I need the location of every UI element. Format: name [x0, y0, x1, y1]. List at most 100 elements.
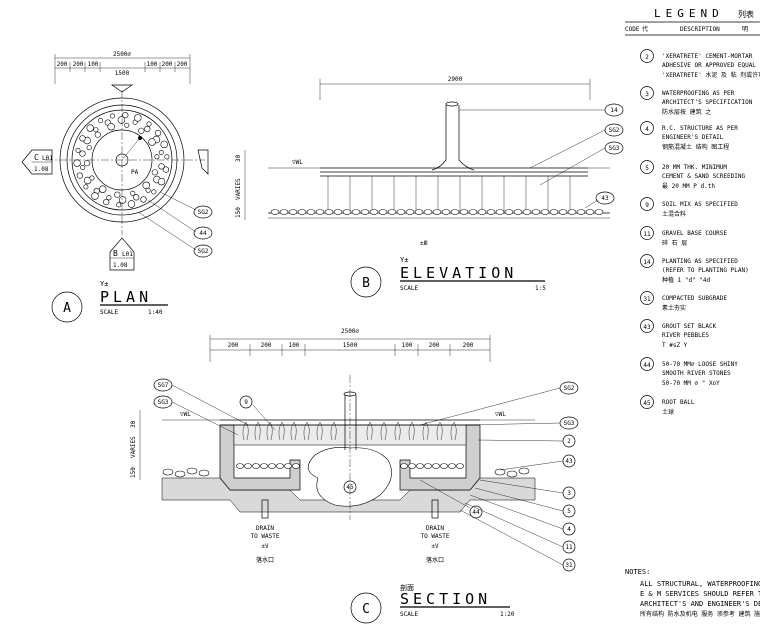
legend-desc-line: GRAVEL BASE COURSE [662, 230, 727, 237]
legend-code-bubble [640, 160, 654, 174]
legend-code: 31 [643, 296, 651, 303]
elev-dim-bottom: 150 [235, 207, 242, 218]
elevation-view: 2900 ▽WL 30 VARIES 150 14 [235, 76, 624, 298]
svg-text:SG2: SG2 [198, 248, 209, 255]
sect-dim-ticks [209, 335, 491, 362]
plan-pebble [93, 127, 99, 133]
sect-drain-pipe-right [431, 499, 439, 519]
legend-desc-cn: 钢筋混凝土 结构 图工程 [662, 143, 729, 151]
sect-gravel-stone [284, 463, 292, 469]
elev-stone [324, 209, 334, 215]
svg-text:SG7: SG7 [158, 382, 169, 389]
elev-callout-sg2: SG2 [604, 123, 624, 137]
elev-varies: VARIES [235, 178, 242, 200]
sect-dim-1: 200 [228, 342, 239, 349]
plan-pebble [148, 138, 156, 146]
sect-gravel-stone [252, 463, 260, 469]
sect-tree-trunk [344, 395, 357, 450]
elev-stone [540, 209, 550, 215]
sect-scale: 1:20 [500, 611, 515, 618]
sect-dim-7: 200 [463, 342, 474, 349]
sect-stone [198, 469, 210, 477]
plan-pebble [154, 154, 160, 160]
plan-pebble [107, 122, 115, 131]
svg-text:SG3: SG3 [158, 399, 169, 406]
plan-dim-1: 200 [57, 61, 68, 68]
sect-gravel-stone [292, 463, 300, 469]
plan-dim-6: 200 [162, 61, 173, 68]
notes-line-3: ARCHITECT'S AND ENGINEER'S DETAILS. [640, 600, 760, 608]
svg-text:4: 4 [567, 526, 571, 533]
svg-text:31: 31 [565, 562, 573, 569]
notes-title: NOTES: [625, 568, 650, 576]
plan-pebble [155, 130, 162, 137]
sect-callout-11: 11 [562, 540, 576, 554]
elev-stone [423, 209, 433, 215]
plan-pebble [89, 175, 95, 181]
legend-desc-line: R.C. STRUCTURE AS PER [662, 125, 738, 132]
sect-wl-left: ▽WL [180, 411, 191, 418]
legend-code-bubble [640, 254, 654, 268]
plan-pebble [151, 189, 157, 195]
svg-text:±V: ±V [261, 543, 269, 550]
svg-text:SG3: SG3 [609, 145, 620, 152]
plan-center-leader [121, 137, 141, 161]
sect-drain-label-right: DRAIN TO WASTE ±V 落水口 [421, 525, 450, 564]
plan-pebble [124, 122, 130, 128]
elev-callout-sg3: SG3 [604, 141, 624, 155]
section-mark-b: B L01 1.08 [109, 237, 135, 271]
elev-stone [531, 209, 541, 215]
legend-code-bubble [640, 86, 654, 100]
section-mark-b-top [110, 84, 134, 93]
plan-pebble [86, 145, 92, 151]
sect-plant-stem [436, 421, 443, 441]
legend-desc-line: (REFER TO PLANTING PLAN) [662, 267, 749, 274]
sect-gravel-stone [448, 463, 456, 469]
svg-text:43: 43 [601, 195, 609, 202]
plan-pebble [73, 159, 81, 167]
sect-concrete-wall-right [399, 424, 481, 491]
sect-gravel-stone [244, 463, 252, 469]
legend-desc-line: GROUT SET BLACK [662, 323, 717, 330]
legend-code-bubble [640, 291, 654, 305]
svg-text:11: 11 [565, 544, 573, 551]
sect-stone [162, 468, 174, 476]
legend-code-bubble [640, 319, 654, 333]
svg-text:±V: ±V [431, 543, 439, 550]
sect-stone [174, 470, 186, 478]
elev-title-cn: Y± [400, 256, 408, 264]
legend-code: 5 [645, 165, 649, 172]
sect-callout-sg7: SG7 [153, 378, 173, 392]
elev-planter-posts [327, 176, 571, 213]
legend-desc-line: 20 MM THK. MINIMUM [662, 164, 727, 171]
sect-dim-5: 100 [402, 342, 413, 349]
section-mark-c: C L01 1.08 [21, 149, 53, 175]
legend-col-code-cn: 代 [642, 25, 648, 33]
svg-text:1.08: 1.08 [113, 262, 128, 269]
plan-pebble [106, 195, 112, 201]
svg-text:落水口: 落水口 [256, 556, 274, 564]
legend-title-cn: 列表 [738, 9, 754, 19]
plan-pebble [83, 160, 91, 167]
elev-title-letter: B [362, 276, 370, 291]
sect-gravel-stone [432, 463, 440, 469]
elev-dim-top: 30 [235, 154, 242, 162]
elev-stone [450, 209, 460, 215]
elev-stone [405, 209, 415, 215]
sect-dim-2: 200 [261, 342, 272, 349]
elev-stone [297, 209, 307, 215]
legend-desc-cn: 'XERATRETE' 水泥 及 粘 剂或许可代替品 [662, 71, 760, 79]
sect-title-bubble [350, 592, 382, 624]
sect-dim-6: 200 [429, 342, 440, 349]
sect-plant-stem [380, 421, 387, 441]
plan-center-label: PA [131, 169, 139, 176]
plan-dim-7: 200 [177, 61, 188, 68]
elev-stone [441, 209, 451, 215]
plan-pebble [164, 154, 170, 160]
elev-cn-note: ±Ⅲ [420, 240, 428, 247]
plan-pebble [110, 113, 116, 119]
legend-desc-line: 'XERATRETE' CEMENT-MORTAR [662, 53, 753, 60]
